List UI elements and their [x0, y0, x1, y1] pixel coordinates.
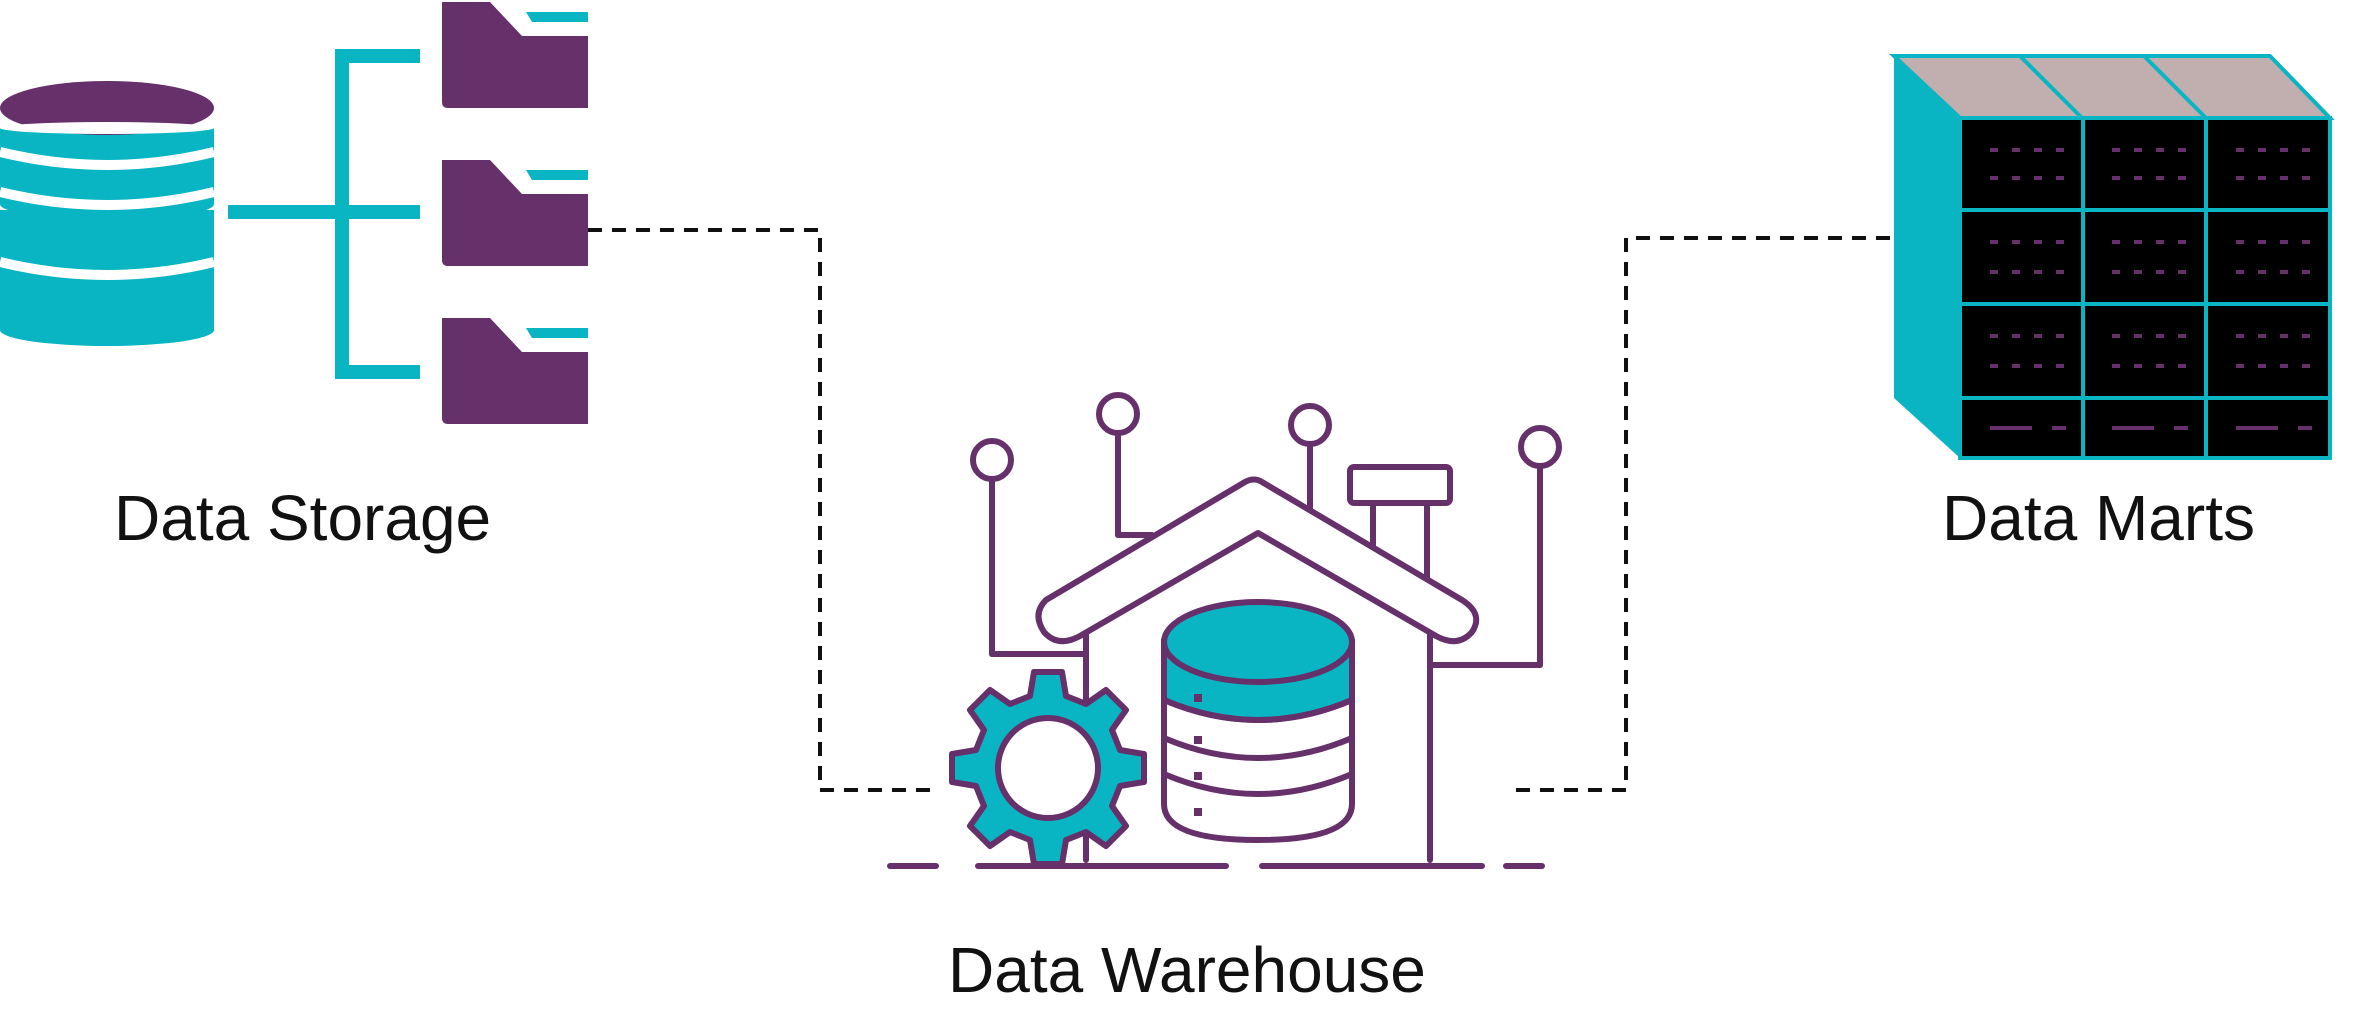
connector-storage-to-warehouse — [588, 228, 938, 792]
folder-icon — [442, 318, 588, 424]
folder-icon — [442, 2, 588, 108]
warehouse-house-icon — [887, 392, 1562, 869]
data-marts-label: Data Marts — [1942, 482, 2255, 554]
warehouse-gear-icon — [949, 669, 1147, 867]
data-storage-label: Data Storage — [114, 482, 492, 554]
storage-database-icon — [0, 81, 216, 346]
data-marts-cube-icon — [1888, 54, 2335, 460]
connector-warehouse-to-marts — [1516, 236, 1892, 792]
folder-tree-icon — [228, 49, 420, 379]
warehouse-database-icon — [1161, 599, 1355, 844]
data-warehouse-label: Data Warehouse — [948, 934, 1426, 1006]
folder-icon — [442, 160, 588, 266]
